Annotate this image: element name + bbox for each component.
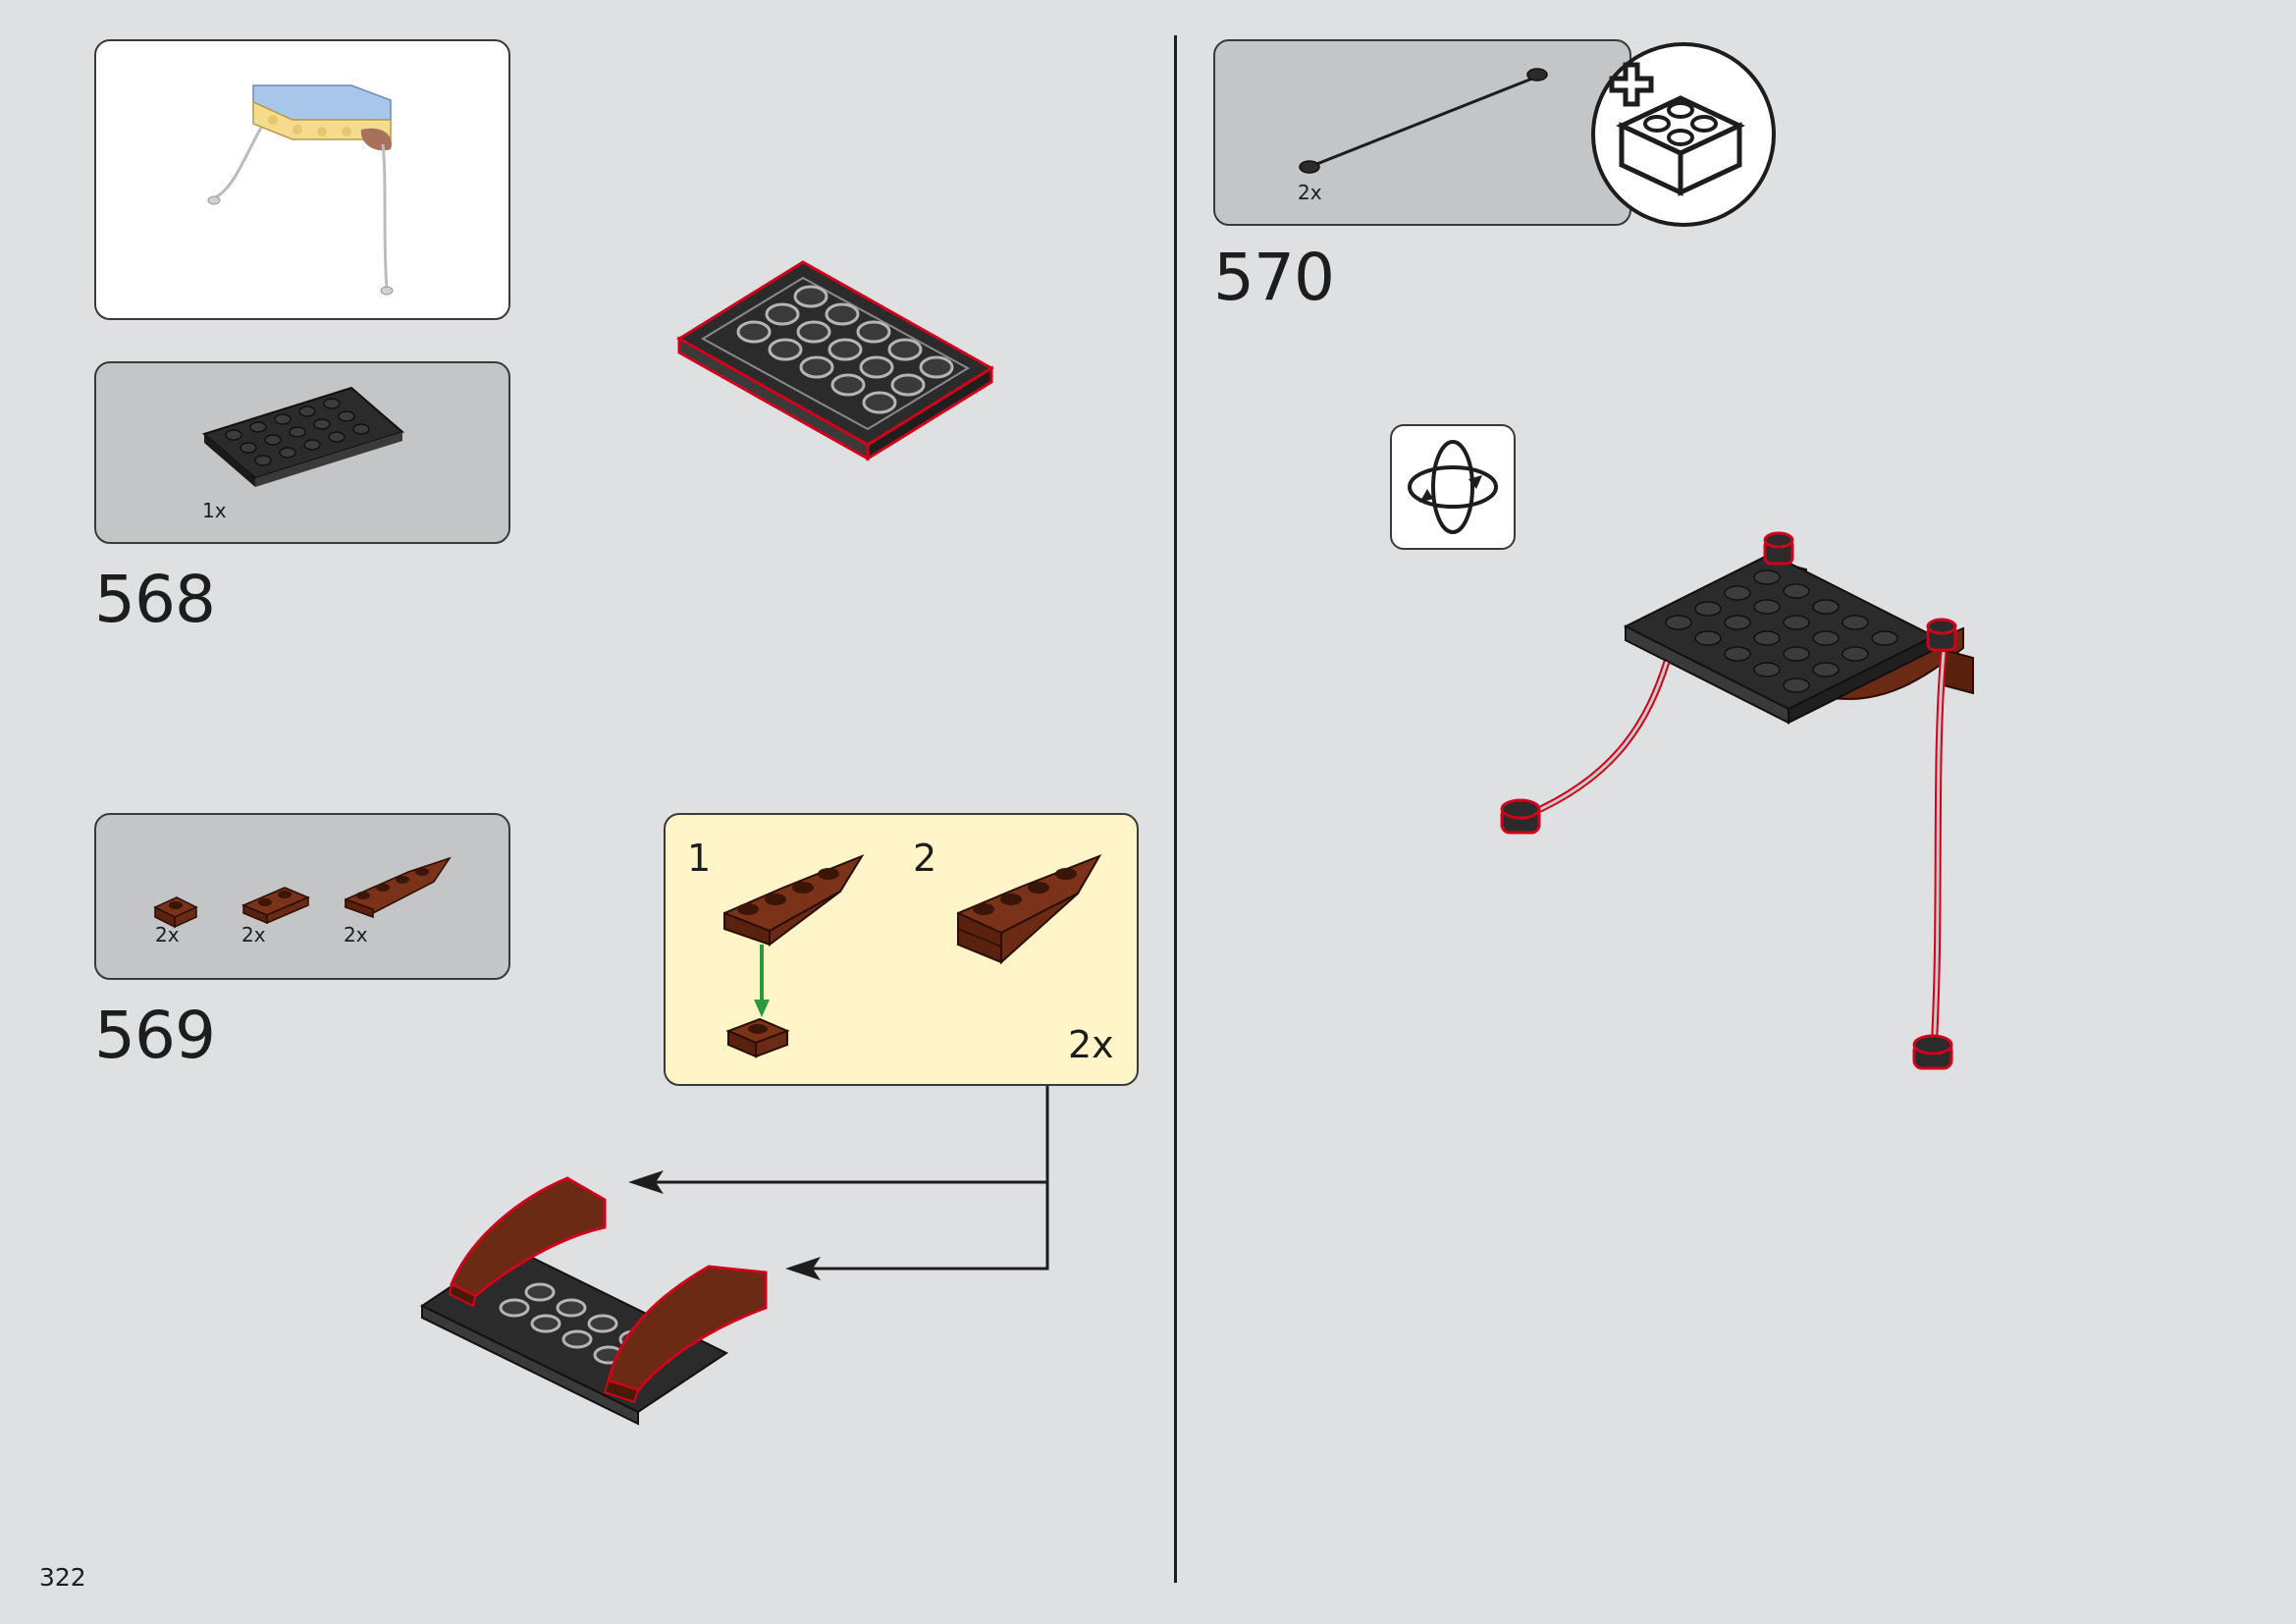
page-divider bbox=[1174, 35, 1177, 1583]
parts-list-570: 2x bbox=[1213, 39, 1631, 226]
page-number: 322 bbox=[39, 1563, 86, 1592]
subassembly-multiplier: 2x bbox=[1068, 1023, 1114, 1066]
brown-curved-slope-icon bbox=[345, 856, 452, 919]
assembly-569-plate-with-slopes bbox=[419, 1176, 768, 1426]
part-quantity: 2x bbox=[155, 923, 180, 947]
part-quantity: 1x bbox=[202, 499, 227, 522]
black-cable-connector-icon bbox=[1299, 68, 1548, 174]
parts-list-568: 1x bbox=[94, 361, 510, 544]
rotate-model-callout bbox=[1390, 424, 1516, 550]
subassembly-step-1-image bbox=[723, 853, 865, 1058]
brown-plate-1x1-icon bbox=[153, 896, 198, 929]
rotate-model-icon bbox=[1408, 440, 1498, 534]
brown-plate-1x2-icon bbox=[241, 887, 310, 925]
previous-model-image bbox=[207, 84, 394, 296]
step-number-570: 570 bbox=[1213, 240, 1335, 315]
callout-connector-arrows bbox=[628, 1086, 1049, 1280]
parts-list-569: 2x 2x 2x bbox=[94, 813, 510, 980]
subassembly-step-2-image bbox=[957, 854, 1102, 965]
context-preview-box bbox=[94, 39, 510, 320]
sub-step-number: 2 bbox=[913, 837, 937, 880]
subassembly-callout: 1 2 2x bbox=[664, 813, 1139, 1086]
sub-step-number: 1 bbox=[687, 837, 712, 880]
step-number-568: 568 bbox=[94, 562, 216, 637]
add-bricks-icon bbox=[1591, 42, 1776, 227]
part-quantity: 2x bbox=[1298, 181, 1322, 204]
black-plate-4x6-icon bbox=[201, 386, 405, 487]
part-quantity: 2x bbox=[344, 923, 368, 947]
assembly-570-plate-with-cables bbox=[1500, 531, 1974, 1070]
step-number-569: 569 bbox=[94, 998, 216, 1073]
assembly-568-plate bbox=[676, 260, 994, 461]
part-quantity: 2x bbox=[241, 923, 266, 947]
